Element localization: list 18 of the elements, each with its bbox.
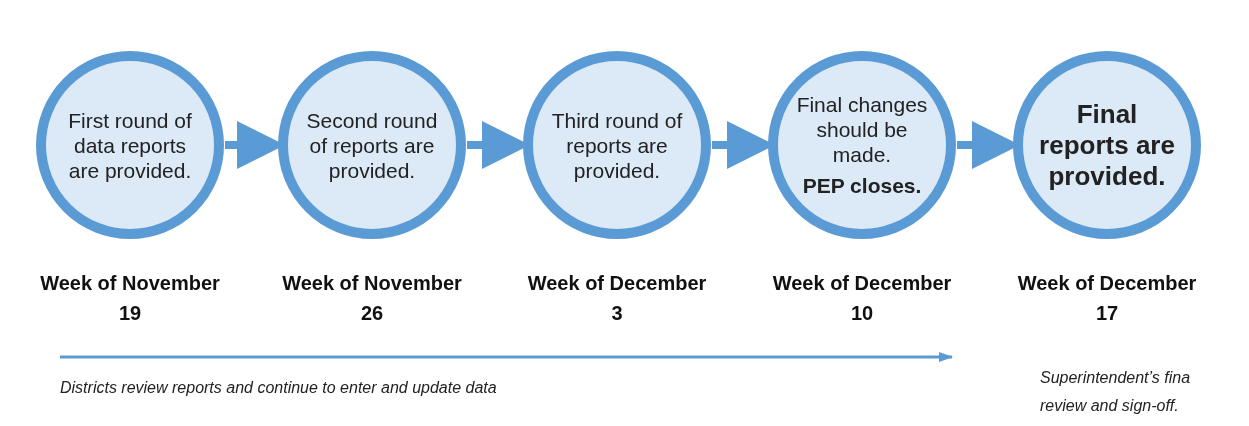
- circle-text: PEP closes.: [801, 173, 923, 198]
- stage-circle: [1012, 50, 1202, 240]
- week-label: Week of December 17: [1016, 271, 1198, 326]
- week-label: Week of November 26: [281, 271, 463, 326]
- circle-text: Final changes should be made.: [795, 92, 929, 167]
- circle-text: Second round of reports are provided.: [305, 107, 439, 183]
- circle-text: Third round of reports are provided.: [550, 107, 684, 183]
- week-label: Week of December 10: [771, 271, 953, 326]
- stage-circle: [277, 50, 467, 240]
- week-label: Week of November 19: [39, 271, 221, 326]
- circle-text: Final reports are provided.: [1038, 98, 1176, 192]
- circle-text: First round of data reports are provided.: [67, 107, 193, 183]
- stage-circle: [35, 50, 225, 240]
- week-label: Week of December 3: [526, 271, 708, 326]
- note-text: Superintendent’s fina review and sign-off.: [1040, 368, 1192, 416]
- note-text: Districts review reports and continue to enter and update data: [60, 378, 498, 398]
- stage-circle: [767, 50, 957, 240]
- stage-circle: [522, 50, 712, 240]
